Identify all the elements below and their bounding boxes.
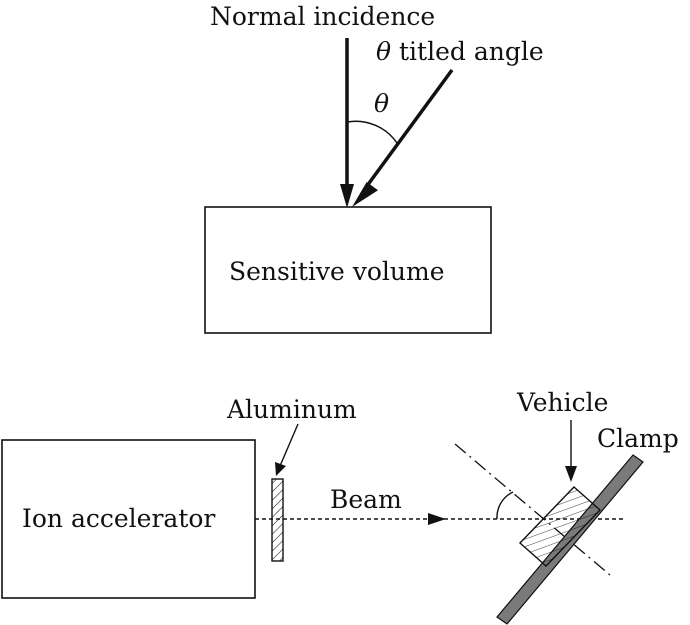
- beam-arrowhead: [428, 513, 446, 525]
- sensitive-volume-box: [204, 206, 492, 334]
- vehicle-pointer-arrowhead: [565, 466, 577, 482]
- theta-angle-mark: θ: [374, 89, 389, 118]
- theta-angle-arc: [346, 120, 398, 144]
- tilted-incidence-arrow-shaft: [362, 68, 454, 192]
- vehicle-block: [518, 486, 602, 567]
- tilted-angle-text: titled angle: [391, 37, 544, 66]
- normal-incidence-label: Normal incidence: [210, 2, 435, 31]
- tilt-angle-arc: [496, 491, 514, 520]
- tilted-angle-label: θ titled angle: [376, 37, 544, 66]
- aluminum-pointer-line: [279, 423, 299, 467]
- aluminum-plate: [271, 478, 284, 562]
- clamp-label: Clamp: [597, 424, 679, 453]
- aluminum-pointer-arrowhead: [275, 462, 286, 476]
- theta-symbol: θ: [376, 37, 391, 66]
- tilted-incidence-arrowhead: [352, 182, 378, 207]
- ion-accelerator-label: Ion accelerator: [22, 504, 215, 533]
- beam-label: Beam: [330, 485, 402, 514]
- aluminum-label: Aluminum: [226, 395, 357, 424]
- normal-incidence-arrowhead: [340, 184, 354, 208]
- sensitive-volume-label: Sensitive volume: [229, 257, 445, 286]
- vehicle-label: Vehicle: [516, 388, 608, 417]
- target-normal-line: [454, 443, 611, 576]
